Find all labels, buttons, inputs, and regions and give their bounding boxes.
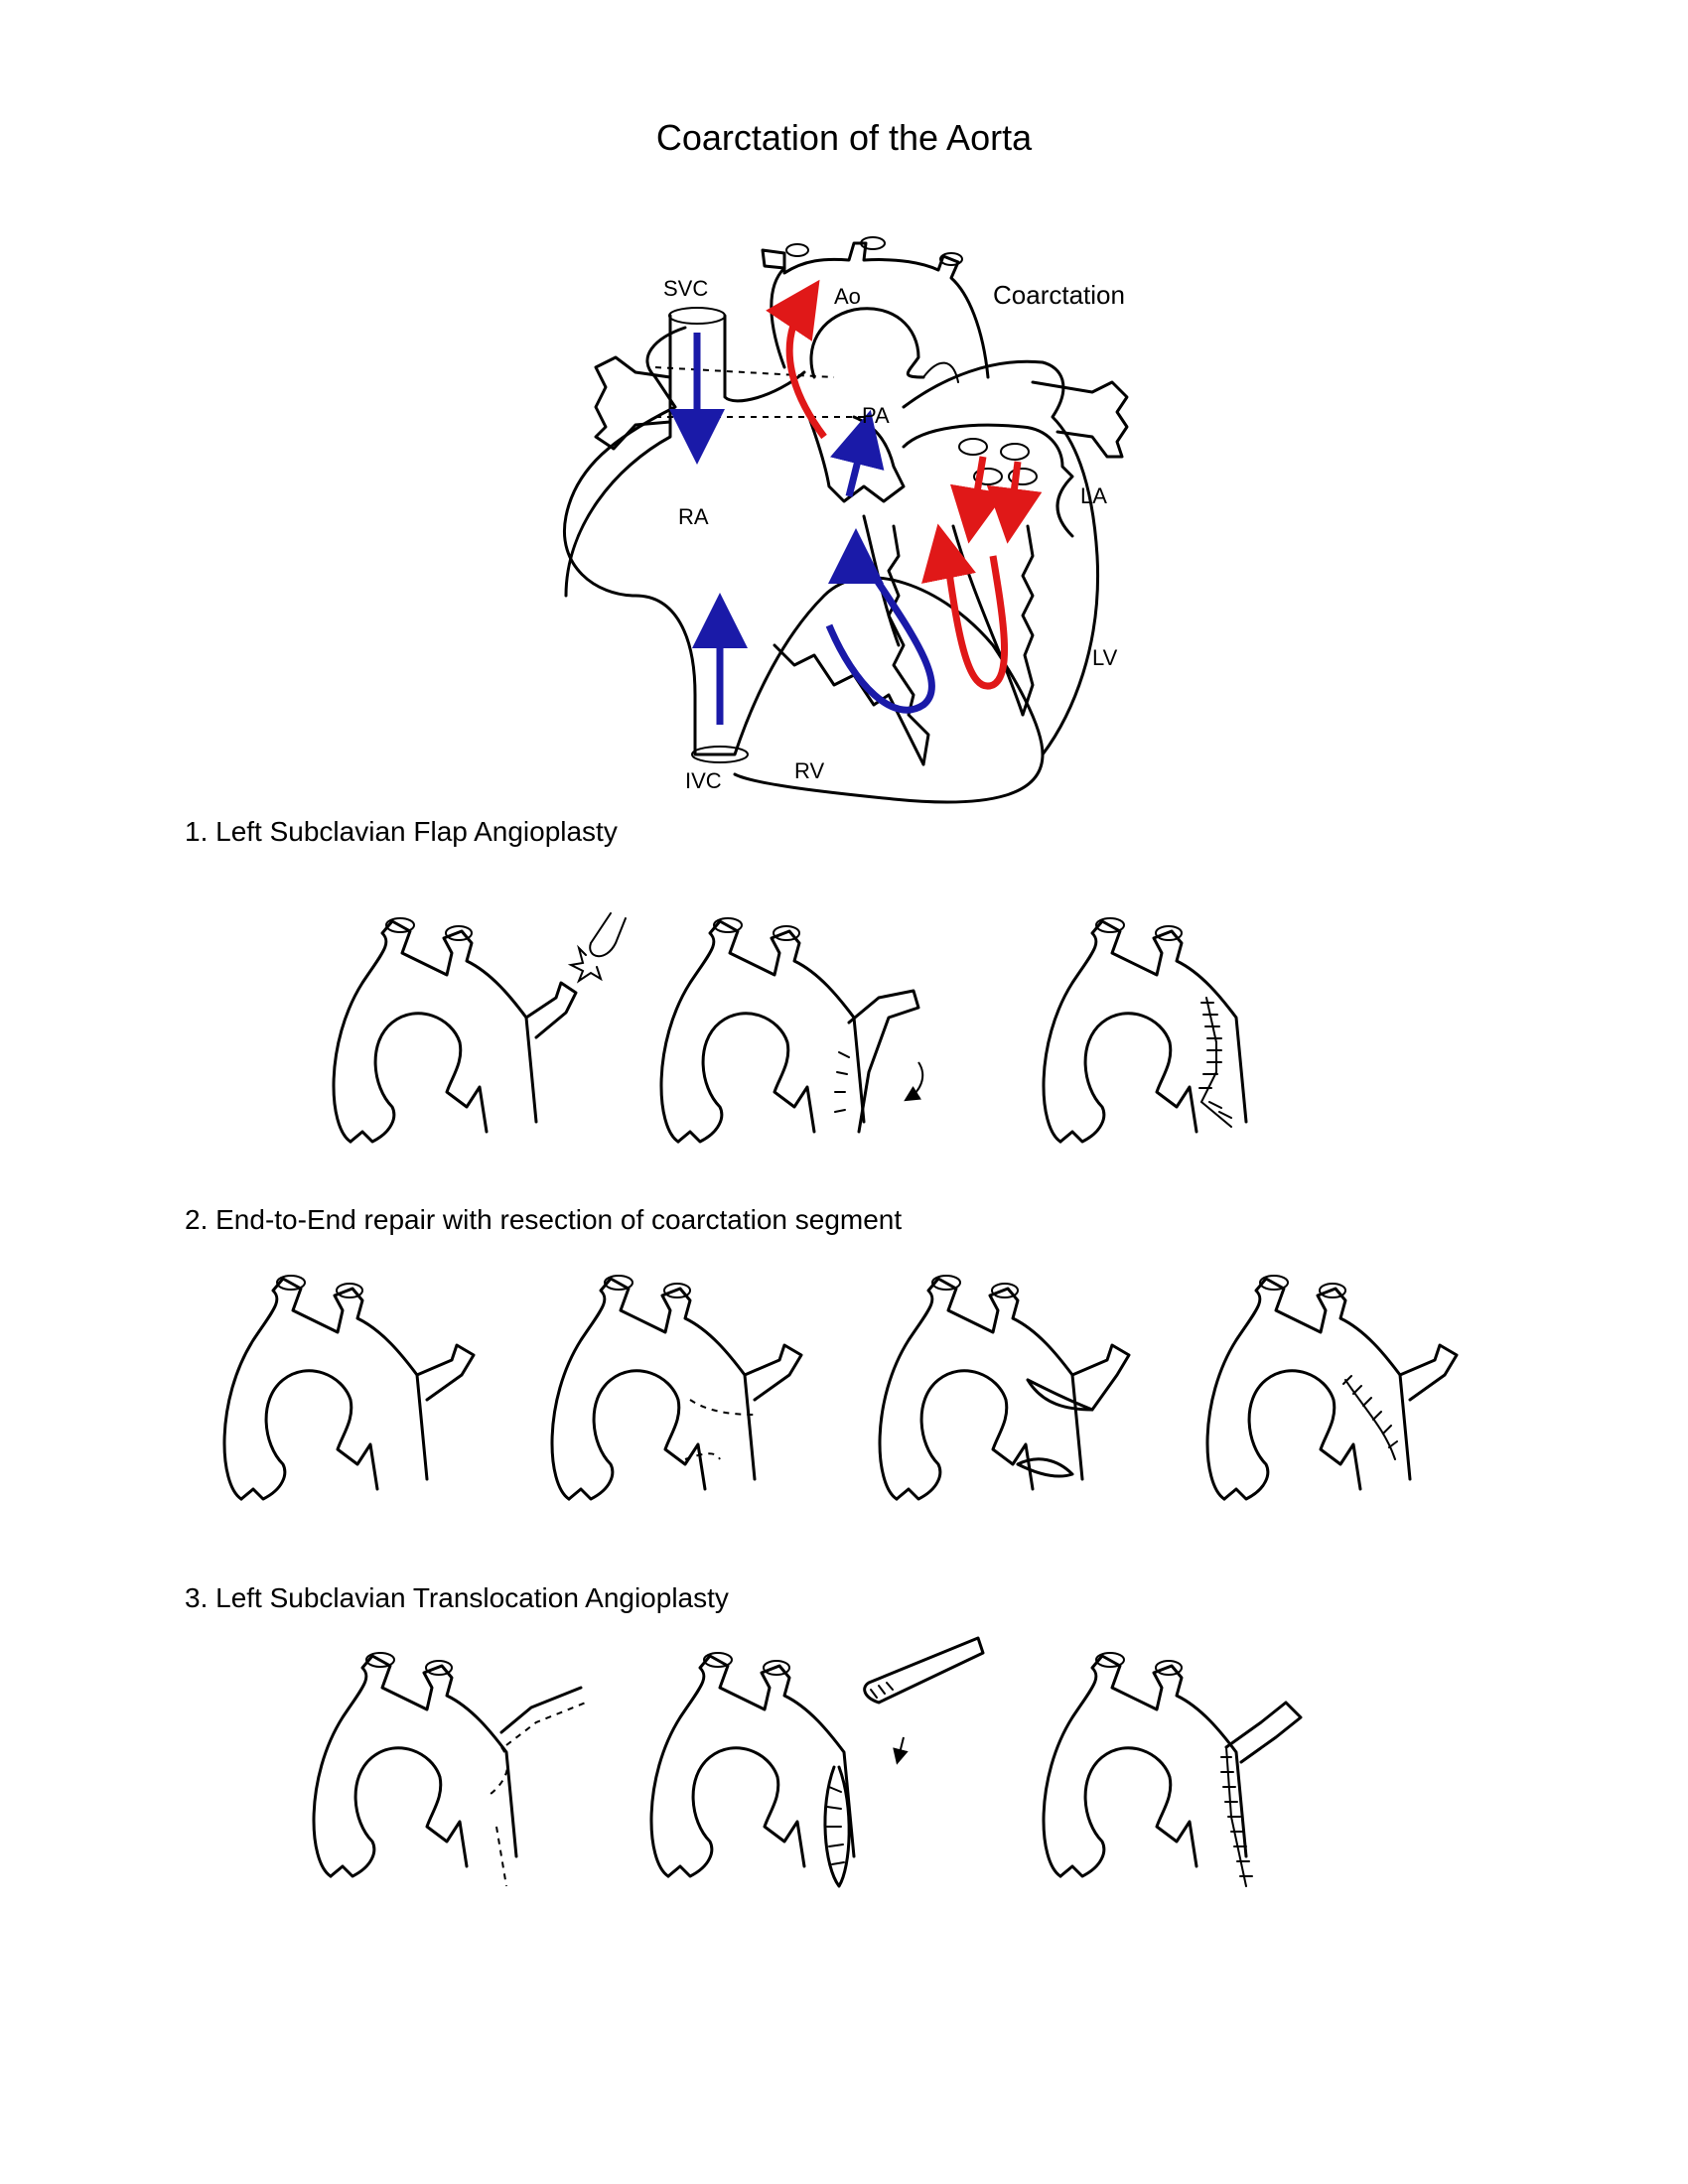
label-svc: SVC bbox=[663, 276, 708, 301]
translocation-step-2 bbox=[649, 1636, 985, 1888]
left-atrium bbox=[902, 423, 1074, 538]
pa-flow-arrow bbox=[830, 409, 885, 497]
end-to-end-step-1 bbox=[222, 1274, 476, 1501]
label-ao: Ao bbox=[834, 284, 861, 309]
translocation-step-1 bbox=[312, 1651, 587, 1887]
flap-step-3 bbox=[1042, 916, 1248, 1144]
translocation-step-3 bbox=[1042, 1651, 1303, 1887]
label-pa: PA bbox=[862, 403, 890, 428]
ivc-opening bbox=[691, 746, 749, 763]
label-coarctation: Coarctation bbox=[993, 280, 1125, 310]
lv-flow-arrow bbox=[944, 555, 1008, 690]
pv-flow-arrow-1 bbox=[949, 456, 1006, 544]
label-la: LA bbox=[1080, 483, 1107, 508]
label-ra: RA bbox=[678, 504, 709, 529]
label-lv: LV bbox=[1092, 645, 1118, 670]
section-heading-2: 2. End-to-End repair with resection of c… bbox=[185, 1204, 903, 1235]
section-3-illustrations bbox=[312, 1636, 1303, 1888]
label-ivc: IVC bbox=[685, 768, 722, 793]
heart-diagram: SVC Ao Coarctation PA RA LA LV IVC RV bbox=[563, 236, 1129, 804]
section-heading-1: 1. Left Subclavian Flap Angioplasty bbox=[185, 816, 618, 847]
page-title: Coarctation of the Aorta bbox=[655, 117, 1033, 158]
end-to-end-step-3 bbox=[878, 1274, 1131, 1501]
section-2-illustrations bbox=[222, 1274, 1459, 1501]
heart-outline bbox=[563, 326, 1045, 804]
end-to-end-step-2 bbox=[550, 1274, 803, 1501]
flap-step-1 bbox=[332, 912, 627, 1144]
flap-step-2 bbox=[659, 916, 924, 1144]
coarctation-narrowing bbox=[922, 361, 959, 383]
interventricular-septum bbox=[887, 524, 930, 766]
section-1-illustrations bbox=[332, 912, 1248, 1144]
label-rv: RV bbox=[794, 758, 824, 783]
pv-flow-arrow-2 bbox=[986, 461, 1043, 544]
svc-vessel bbox=[564, 314, 672, 598]
end-to-end-step-4 bbox=[1205, 1274, 1459, 1501]
section-heading-3: 3. Left Subclavian Translocation Angiopl… bbox=[185, 1582, 729, 1613]
aorta-flow-arrow bbox=[766, 279, 827, 440]
